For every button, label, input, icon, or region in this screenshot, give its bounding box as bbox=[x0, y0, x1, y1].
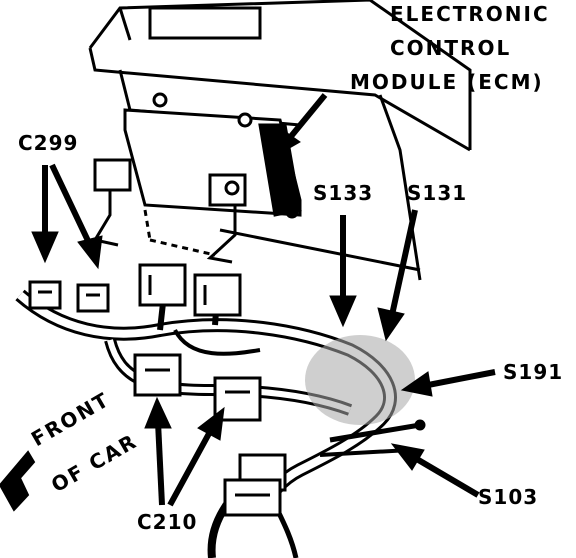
ecm-harness-connectors bbox=[138, 263, 242, 317]
c210-label: C210 bbox=[137, 510, 198, 534]
s133-label: S133 bbox=[313, 181, 374, 205]
ecm-label-line3: MODULE (ECM) bbox=[350, 70, 544, 94]
dash-panel bbox=[88, 0, 472, 281]
s131-label: S131 bbox=[407, 181, 468, 205]
lower-connector bbox=[223, 419, 426, 517]
ecm-label-line1: ELECTRONIC bbox=[390, 2, 550, 26]
s103-label: S103 bbox=[478, 485, 539, 509]
c299-connectors bbox=[28, 280, 110, 313]
front-of-car-arrow-icon bbox=[0, 450, 36, 512]
ecm-module bbox=[93, 92, 302, 219]
s191-label: S191 bbox=[503, 360, 564, 384]
pointer-arrows bbox=[31, 93, 496, 507]
splice-shading bbox=[305, 335, 415, 425]
c299-label: C299 bbox=[18, 131, 79, 155]
mount-brackets bbox=[92, 190, 237, 264]
ecm-label-line2: CONTROL bbox=[390, 36, 512, 60]
